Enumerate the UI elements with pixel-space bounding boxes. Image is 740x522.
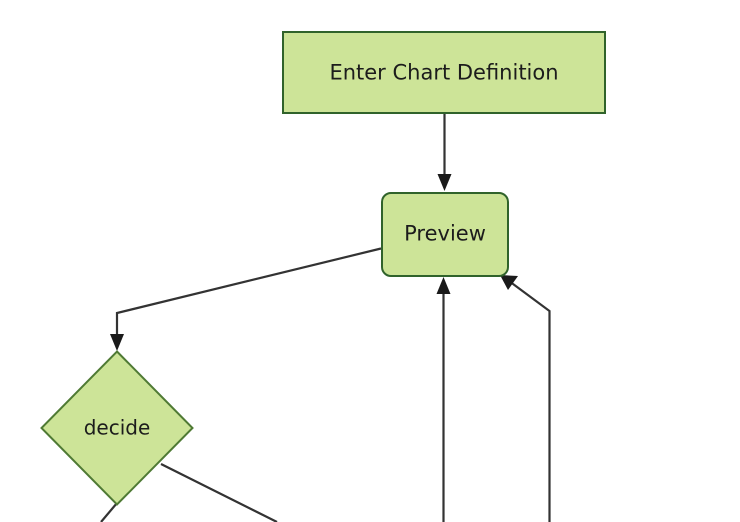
arrowhead-into-decide-top (110, 334, 124, 351)
node-label-enter-chart-definition: Enter Chart Definition (329, 61, 558, 85)
edge-decide-out-left (100, 502, 118, 522)
node-label-preview: Preview (404, 222, 486, 246)
edge-line-preview-to-decide (115, 247, 382, 340)
arrowhead-into-preview-bottom-center (436, 277, 451, 294)
node-shape-preview[interactable] (381, 192, 509, 277)
edge-enter-to-preview (437, 114, 452, 191)
edge-return-center-to-preview (436, 277, 451, 522)
edge-return-right-to-preview (500, 275, 551, 522)
node-shape-decide[interactable] (40, 350, 194, 506)
node-label-decide: decide (84, 416, 151, 440)
node-enter-chart-definition[interactable]: Enter Chart Definition (282, 31, 606, 114)
node-shape-enter-chart-definition[interactable] (282, 31, 606, 114)
arrowhead-into-preview-top (437, 174, 452, 191)
edge-line-return-right-to-preview (508, 280, 551, 522)
edge-decide-out-right (160, 463, 278, 522)
edge-line-decide-out-left (100, 502, 118, 522)
arrowhead-into-preview-bottom-right (500, 275, 518, 290)
edge-line-decide-out-right (160, 463, 278, 522)
node-decide[interactable]: decide (40, 350, 194, 506)
node-preview[interactable]: Preview (381, 192, 509, 277)
edge-preview-to-decide (110, 247, 382, 351)
